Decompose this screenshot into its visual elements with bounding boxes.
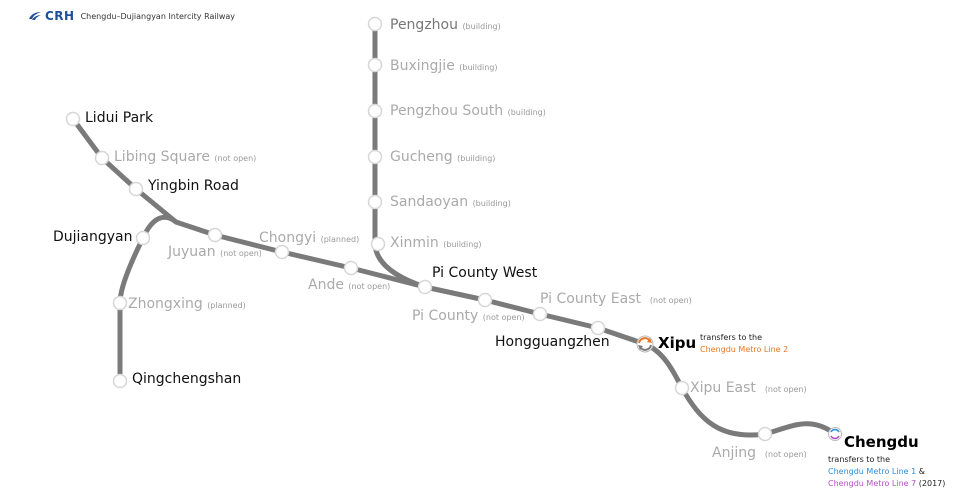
station-marker-pengzhou[interactable] — [367, 16, 383, 32]
chengdu-transfer-year: (2017) — [918, 479, 946, 488]
crh-wing-icon — [29, 12, 41, 20]
station-marker-pi-county-east[interactable] — [532, 306, 548, 322]
chengdu-transfer-intro: transfers to the — [828, 455, 891, 464]
chengdu-transfer-metro-line-1[interactable]: Chengdu Metro Line 1 — [828, 467, 917, 476]
chengdu-interchange-icon[interactable] — [828, 427, 842, 441]
station-marker-libing-square[interactable] — [94, 150, 110, 166]
station-label-xipu-east[interactable]: Xipu East (not open) — [690, 380, 807, 396]
station-marker-juyuan[interactable] — [207, 227, 223, 243]
xipu-interchange-icon[interactable] — [636, 335, 654, 353]
station-label-pengzhou-south[interactable]: Pengzhou South (building) — [390, 103, 546, 119]
chengdu-transfer-amp: & — [918, 467, 926, 476]
station-label-xipu[interactable]: Xipu — [658, 334, 697, 352]
chengdu-transfer-info: transfers to the Chengdu Metro Line 1 & … — [828, 454, 945, 490]
map-header: CRH Chengdu–Dujiangyan Intercity Railway — [28, 9, 235, 23]
station-marker-sandaoyan[interactable] — [367, 194, 383, 210]
station-label-pi-county[interactable]: Pi County (not open) — [412, 308, 525, 324]
station-marker-chongyi[interactable] — [274, 244, 290, 260]
station-label-buxingjie[interactable]: Buxingjie (building) — [390, 58, 498, 74]
crh-logo: CRH — [28, 9, 75, 23]
station-marker-dujiangyan[interactable] — [135, 230, 151, 246]
station-marker-pi-county-west[interactable] — [417, 279, 433, 295]
station-label-anjing[interactable]: Anjing (not open) — [712, 445, 807, 461]
station-marker-pi-county[interactable] — [477, 292, 493, 308]
map-title: Chengdu–Dujiangyan Intercity Railway — [80, 11, 235, 21]
station-marker-pengzhou-south[interactable] — [367, 103, 383, 119]
station-marker-xipu-east[interactable] — [674, 380, 690, 396]
xipu-transfer-metro-line-2[interactable]: Chengdu Metro Line 2 — [700, 345, 789, 354]
station-marker-anjing[interactable] — [757, 426, 773, 442]
station-label-chongyi[interactable]: Chongyi (planned) — [259, 230, 360, 246]
station-label-hongguangzhen[interactable]: Hongguangzhen — [495, 334, 610, 350]
station-label-juyuan[interactable]: Juyuan (not open) — [168, 244, 262, 260]
station-marker-lidui-park[interactable] — [65, 111, 81, 127]
station-label-pengzhou[interactable]: Pengzhou (building) — [390, 17, 501, 33]
station-label-pi-county-east[interactable]: Pi County East (not open) — [540, 291, 692, 307]
chengdu-transfer-metro-line-7[interactable]: Chengdu Metro Line 7 — [828, 479, 917, 488]
station-marker-zhongxing[interactable] — [112, 295, 128, 311]
station-marker-xinmin[interactable] — [370, 236, 386, 252]
station-label-sandaoyan[interactable]: Sandaoyan (building) — [390, 194, 511, 210]
xipu-transfer-intro: transfers to the — [700, 333, 763, 342]
station-marker-yingbin-road[interactable] — [128, 181, 144, 197]
station-label-yingbin-road[interactable]: Yingbin Road — [148, 178, 239, 194]
station-label-chengdu[interactable]: Chengdu — [844, 433, 919, 451]
xipu-transfer-info: transfers to the Chengdu Metro Line 2 — [700, 332, 788, 356]
station-label-ande[interactable]: Ande (not open) — [308, 277, 391, 293]
station-markers — [65, 16, 773, 442]
station-label-libing-square[interactable]: Libing Square (not open) — [114, 149, 257, 165]
station-label-pi-county-west[interactable]: Pi County West — [432, 265, 538, 281]
station-label-qingchengshan[interactable]: Qingchengshan — [132, 371, 242, 387]
station-marker-qingchengshan[interactable] — [112, 373, 128, 389]
station-label-gucheng[interactable]: Gucheng (building) — [390, 149, 496, 165]
station-label-lidui-park[interactable]: Lidui Park — [85, 110, 154, 126]
station-label-zhongxing[interactable]: Zhongxing (planned) — [128, 296, 246, 312]
crh-logo-text: CRH — [45, 9, 75, 23]
station-label-xinmin[interactable]: Xinmin (building) — [390, 235, 482, 251]
station-marker-ande[interactable] — [343, 260, 359, 276]
station-marker-hongguangzhen[interactable] — [590, 320, 606, 336]
station-marker-buxingjie[interactable] — [367, 57, 383, 73]
station-marker-gucheng[interactable] — [367, 149, 383, 165]
station-label-dujiangyan[interactable]: Dujiangyan — [53, 229, 133, 245]
